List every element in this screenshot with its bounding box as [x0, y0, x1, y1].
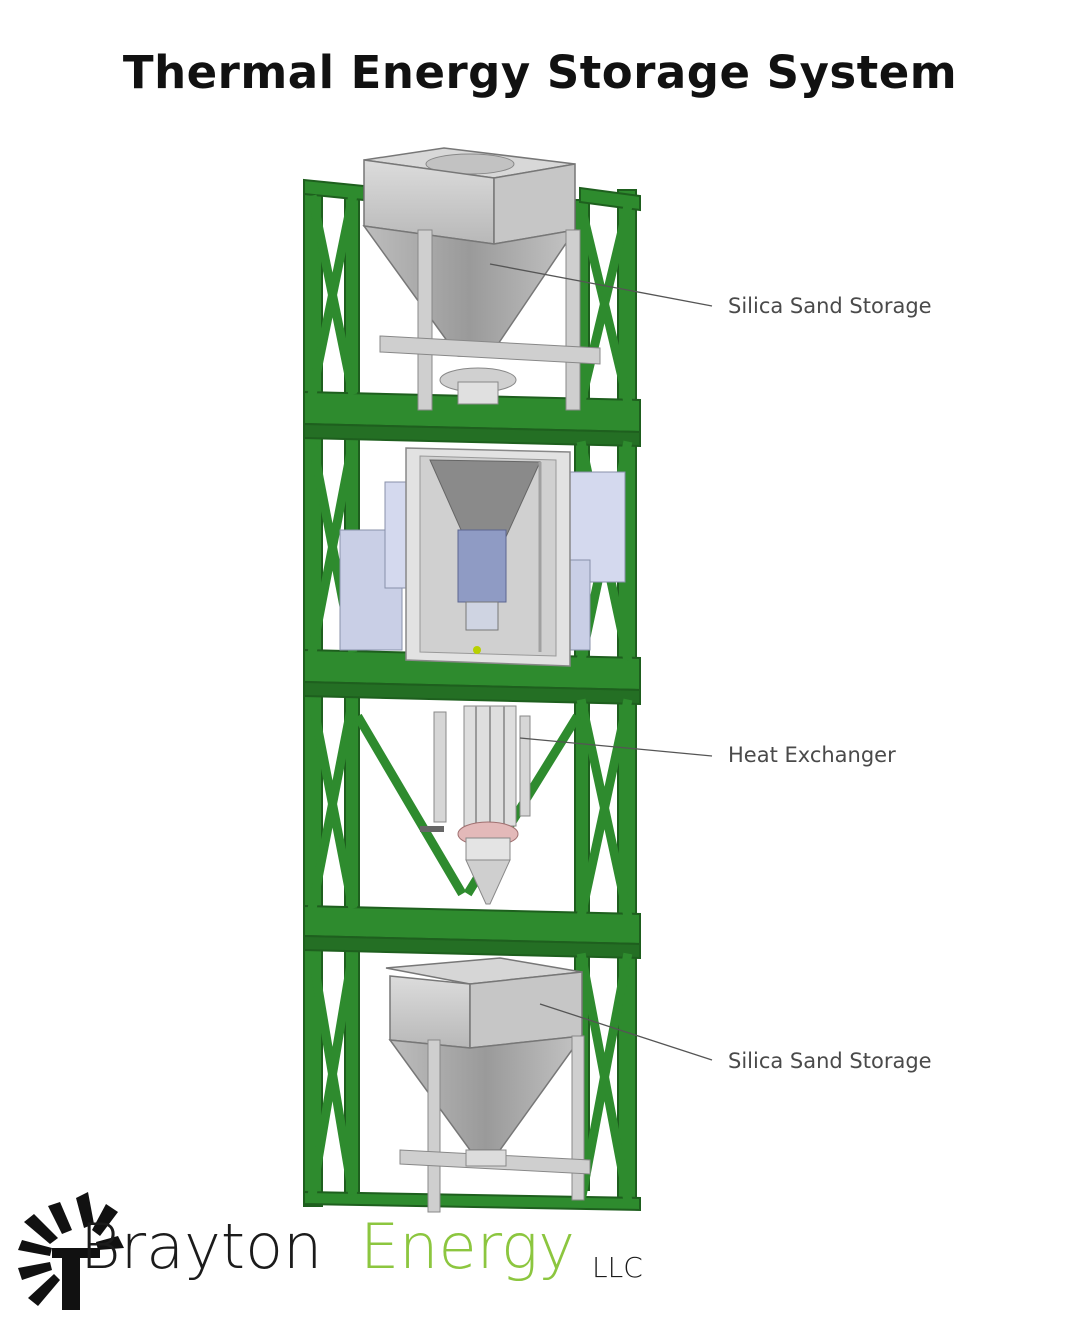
- leader-lines: [489, 263, 713, 1061]
- middle-module: [339, 447, 626, 667]
- callout-upper-storage: Silica Sand Storage: [728, 294, 932, 318]
- upper-hopper: [362, 147, 601, 411]
- logo-word-energy: Energy: [360, 1210, 575, 1283]
- brayton-energy-logo: Brayton Energy LLC: [14, 1188, 694, 1313]
- sunburst-logo-icon: [18, 1192, 124, 1310]
- callout-lower-storage: Silica Sand Storage: [728, 1049, 932, 1073]
- heat-exchanger: [420, 705, 531, 905]
- logo-word-llc: LLC: [592, 1251, 643, 1284]
- page-title: Thermal Energy Storage System: [122, 46, 958, 99]
- callout-heat-exchanger: Heat Exchanger: [728, 743, 896, 767]
- lower-hopper: [385, 957, 591, 1213]
- logo-word-brayton: Brayton: [80, 1210, 323, 1283]
